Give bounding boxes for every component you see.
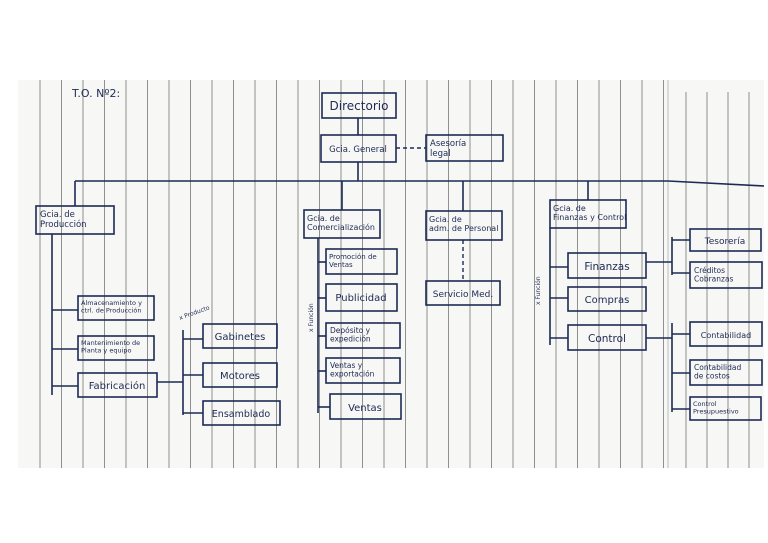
node-ventas: Ventas [329, 393, 402, 420]
note-por-funcion-finanzas: x Función [535, 276, 542, 305]
node-control-label: Control [588, 333, 626, 345]
node-ventas-label: Ventas [348, 403, 382, 414]
node-gerencia-general: Gcia. General [320, 134, 397, 163]
node-motores-label: Motores [220, 371, 260, 382]
paper-right [668, 80, 764, 468]
node-ensamblado-label: Ensamblado [212, 409, 271, 420]
node-motores: Motores [202, 362, 278, 388]
node-contabilidad: Contabilidad [689, 321, 763, 347]
node-servicio-medico-label: Servicio Med. [433, 290, 493, 300]
node-gabinetes-label: Gabinetes [215, 332, 266, 343]
connector-lines [51, 118, 765, 415]
chart-heading: T.O. Nº2: [71, 87, 120, 100]
node-contabilidad-label: Contabilidad [701, 331, 751, 340]
node-ensamblado: Ensamblado [202, 400, 281, 426]
node-directorio: Directorio [321, 92, 397, 119]
node-control: Control [567, 324, 647, 351]
node-gabinetes: Gabinetes [202, 323, 278, 349]
node-tesoreria: Tesorería [689, 228, 762, 252]
node-publicidad-label: Publicidad [335, 293, 386, 304]
node-publicidad: Publicidad [325, 283, 398, 312]
node-fabricacion: Fabricación [77, 372, 158, 398]
node-tesoreria-label: Tesorería [704, 237, 745, 247]
note-por-funcion-comercializacion: x Función [308, 303, 315, 332]
node-fabricacion-label: Fabricación [89, 380, 146, 392]
node-finanzas: Finanzas [567, 252, 647, 279]
node-directorio-label: Directorio [330, 99, 389, 113]
node-servicio-medico: Servicio Med. [425, 280, 501, 306]
node-compras-label: Compras [585, 295, 630, 306]
ruled-lines [39, 80, 750, 468]
node-compras: Compras [567, 286, 647, 312]
node-gerencia-general-label: Gcia. General [329, 145, 387, 155]
node-finanzas-label: Finanzas [584, 261, 629, 273]
